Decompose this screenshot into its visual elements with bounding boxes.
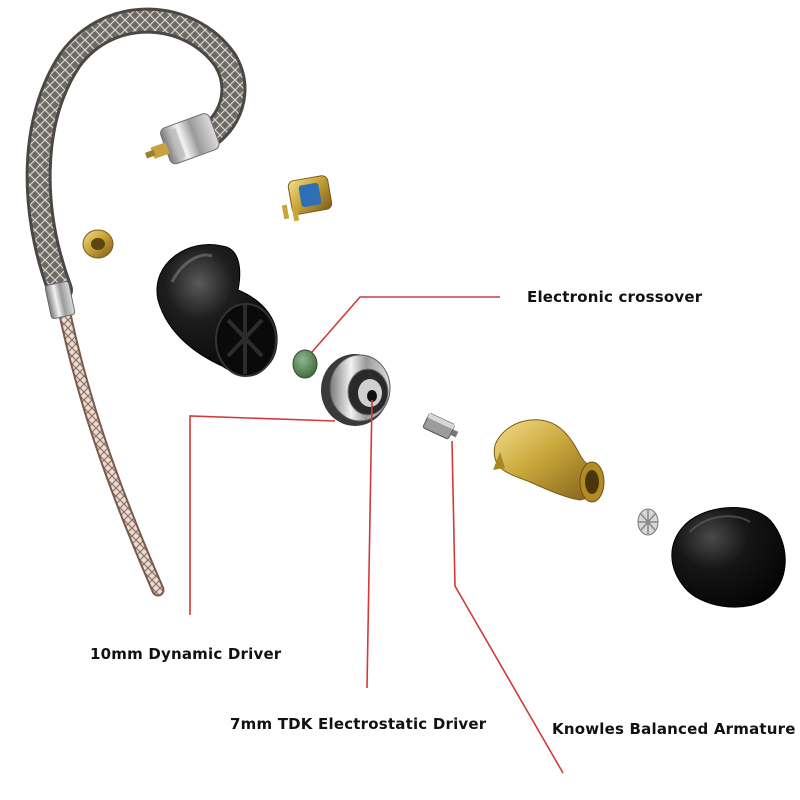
label-electronic-crossover: Electronic crossover: [527, 288, 703, 306]
leader-tdk: [366, 399, 373, 689]
cable: [25, 7, 247, 597]
cable-connector-plug: [144, 113, 220, 165]
crossover-board: [292, 349, 318, 379]
label-dynamic-driver: 10mm Dynamic Driver: [90, 645, 282, 663]
leader-knowles: [451, 440, 564, 774]
label-tdk-electrostatic-driver: 7mm TDK Electrostatic Driver: [230, 715, 487, 733]
label-knowles-balanced-armature: Knowles Balanced Armature: [552, 720, 796, 738]
brass-nozzle: [493, 419, 605, 503]
brass-ring: [82, 229, 114, 259]
ear-tip: [671, 507, 786, 608]
cable-slider: [44, 280, 76, 320]
tdk-driver-center: [367, 390, 377, 402]
leader-lines: [189, 296, 564, 774]
brass-socket: [281, 175, 333, 222]
leader-crossover: [311, 296, 500, 353]
leader-dynamic: [189, 415, 336, 615]
balanced-armature-unit: [422, 413, 459, 440]
nozzle-filter: [637, 508, 659, 536]
dynamic-driver-stack: [321, 354, 391, 426]
earphone-shell: [156, 244, 278, 377]
